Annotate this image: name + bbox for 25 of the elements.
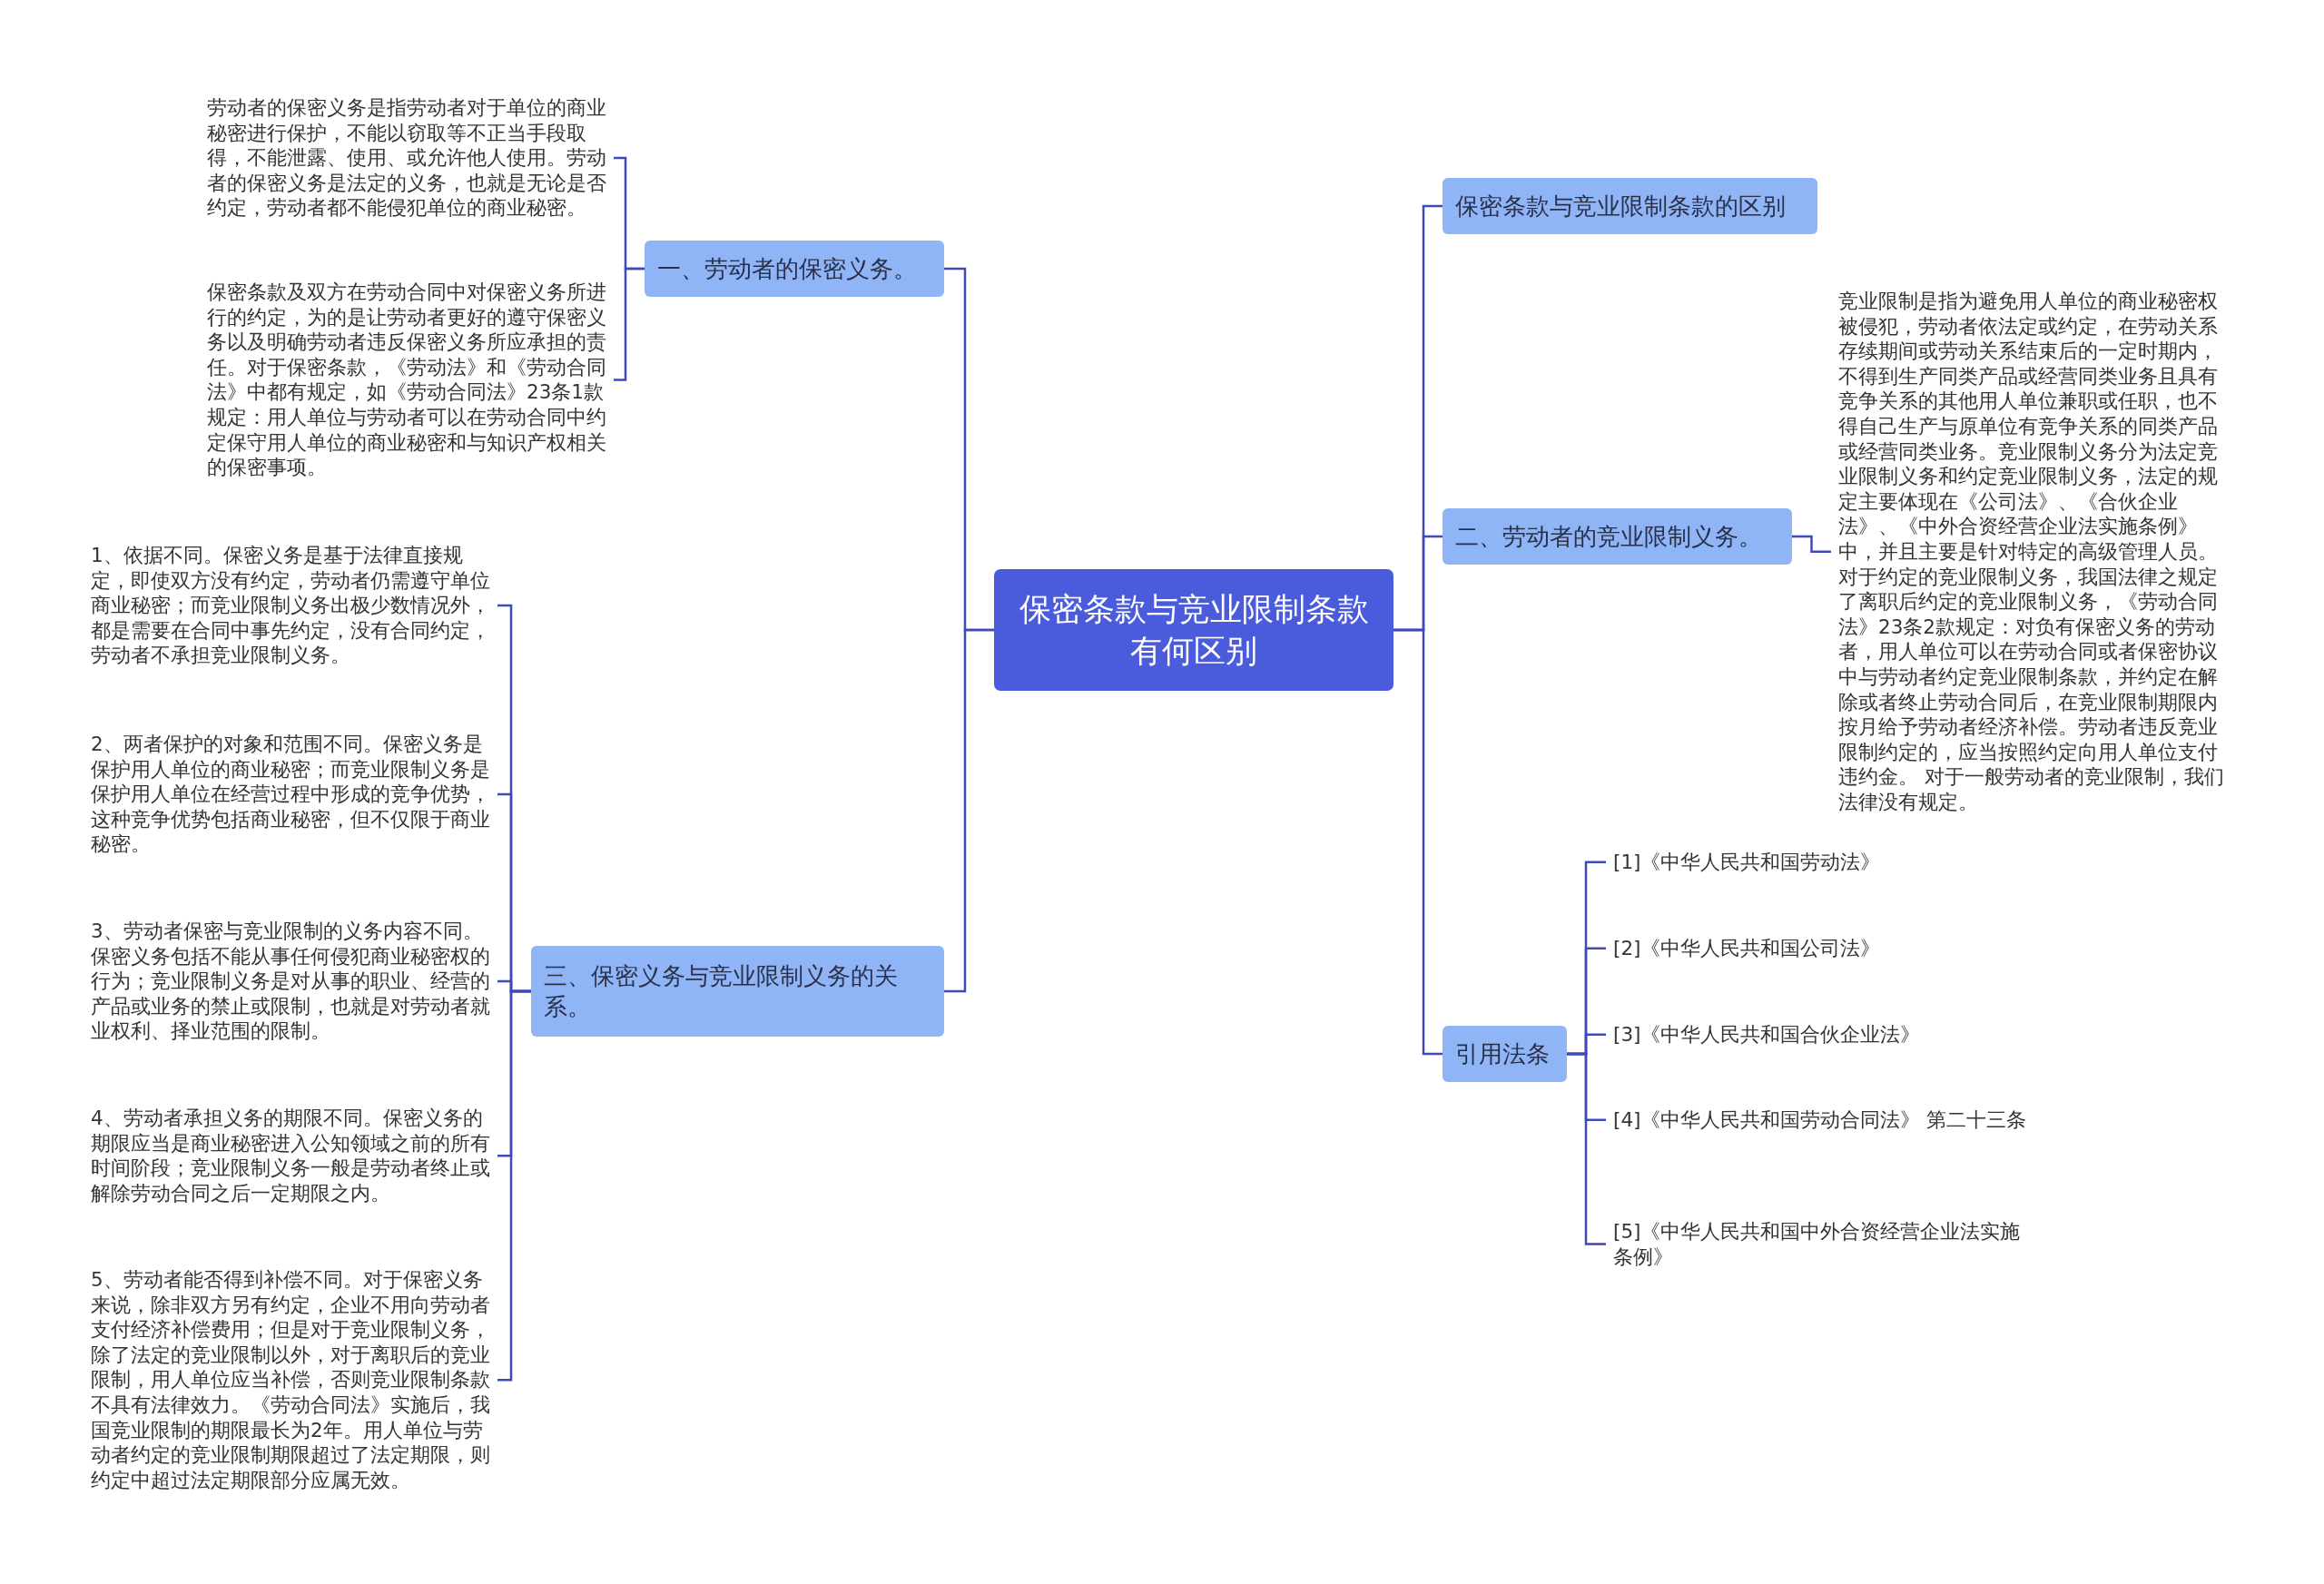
- reference-text: [2]《中华人民共和国公司法》: [1606, 936, 2033, 961]
- connector: [614, 267, 645, 381]
- note-text: 4、劳动者承担义务的期限不同。保密义务的期限应当是商业秘密进入公知领域之前的所有时间阶段；竞业限制义务一般是劳动者终止或解除劳动合同之后一定期限之内。: [91, 1106, 497, 1206]
- note-text: 1、依据不同。保密义务是基于法律直接规定，即使双方没有约定，劳动者仍需遵守单位商业秘密；而竞业限制义务出极少数情况外，都是需要在合同中事先约定，没有合同约定，劳动者不承担竞业限制义务。: [91, 543, 497, 668]
- reference-text: [5]《中华人民共和国中外合资经营企业法实施条例》: [1606, 1219, 2033, 1270]
- note-text: 劳动者的保密义务是指劳动者对于单位的商业秘密进行保护，不能以窃取等不正当手段取得，不能泄露、使用、或允许他人使用。劳动者的保密义务是法定的义务，也就是无论是否约定，劳动者都不能侵犯单位的商业秘密。: [207, 95, 614, 221]
- connector: [1393, 628, 1443, 1056]
- note-text: 保密条款及双方在劳动合同中对保密义务所进行的约定，为的是让劳动者更好的遵守保密义务以及明确劳动者违反保密义务所应承担的责任。对于保密条款，《劳动法》和《劳动合同法》中都有规定，如《劳动合同法》23条1款规定：用人单位与劳动者可以在劳动合同中约定保守用人单位的商业秘密和与知识产权相关的保密事项。: [207, 280, 614, 480]
- reference-text: [4]《中华人民共和国劳动合同法》 第二十三条: [1606, 1107, 2033, 1133]
- topic-box: 一、劳动者的保密义务。: [645, 241, 944, 297]
- note-text: 5、劳动者能否得到补偿不同。对于保密义务来说，除非双方另有约定，企业不用向劳动者支付经济补偿费用；但是对于竞业限制义务，除了法定的竞业限制以外，对于离职后的竞业限制，用人单位应当补偿，否则竞业限制条款不具有法律效力。《劳动合同法》实施后，我国竞业限制的期限最长为2年。用人单位与劳动者约定的竞业限制期限超过了法定期限，则约定中超过法定期限部分应属无效。: [91, 1267, 497, 1493]
- topic-box: 二、劳动者的竞业限制义务。: [1443, 508, 1792, 565]
- note-text: 2、两者保护的对象和范围不同。保密义务是保护用人单位的商业秘密；而竞业限制义务是保护用人单位在经营过程中形成的竞争优势，这种竞争优势包括商业秘密，但不仅限于商业秘密。: [91, 732, 497, 857]
- topic-box: 引用法条: [1443, 1026, 1567, 1082]
- reference-text: [1]《中华人民共和国劳动法》: [1606, 850, 2033, 875]
- reference-text: [3]《中华人民共和国合伙企业法》: [1606, 1022, 2033, 1048]
- note-text: 竞业限制是指为避免用人单位的商业秘密权被侵犯，劳动者依法定或约定，在劳动关系存续期间或劳动关系结束后的一定时期内，不得到生产同类产品或经营同类业务且具有竞争关系的其他用人单位兼职或任职，也不得自己生产与原单位有竞争关系的同类产品或经营同类业务。竞业限制义务分为法定竞业限制义务和约定竞业限制义务，法定的规定主要体现在《公司法》、《合伙企业法》、《中外合资经营企业法实施条例》中，并且主要是针对特定的高级管理人员。对于约定的竞业限制义务，我国法律之规定了离职后约定的竞业限制义务，《劳动合同法》23条2款规定：对负有保密义务的劳动者，用人单位可以在劳动合同或者保密协议中与劳动者约定竞业限制条款，并约定在解除或者终止劳动合同后，在竞业限制期限内按月给予劳动者经济补偿。劳动者违反竞业限制约定的，应当按照约定向用人单位支付违约金。 对于一般劳动者的竞业限制，我们法律没有规定。: [1831, 289, 2233, 815]
- connector: [497, 989, 531, 1382]
- central-topic: 保密条款与竞业限制条款有何区别: [994, 569, 1393, 691]
- connector: [944, 628, 994, 993]
- note-text: 3、劳动者保密与竞业限制的义务内容不同。保密义务包括不能从事任何侵犯商业秘密权的行为；竞业限制义务是对从事的职业、经营的产品或业务的禁止或限制，也就是对劳动者就业权利、择业范围的限制。: [91, 919, 497, 1044]
- connector: [1792, 535, 1831, 553]
- topic-box: 保密条款与竞业限制条款的区别: [1443, 178, 1817, 234]
- topic-box: 三、保密义务与竞业限制义务的关系。: [531, 946, 944, 1037]
- connector: [1567, 1052, 1606, 1245]
